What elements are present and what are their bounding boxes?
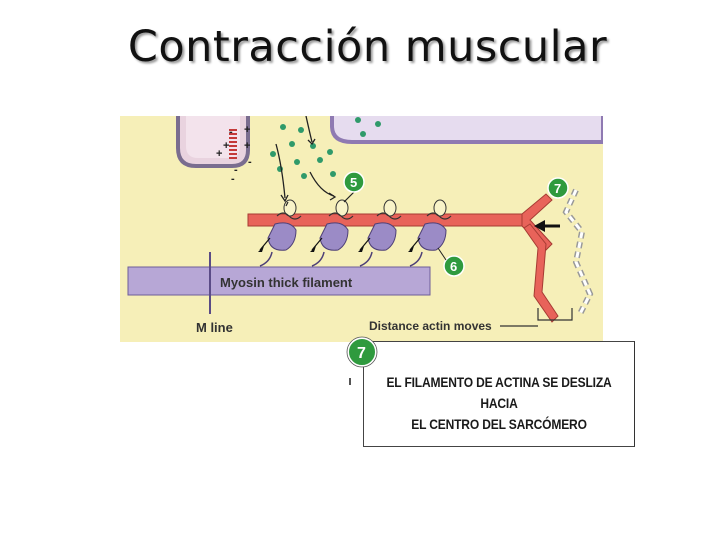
svg-text:6: 6	[450, 259, 457, 274]
slide-title: Contracción muscular	[127, 22, 608, 72]
membrane-right	[330, 116, 603, 144]
callout-line-1: EL FILAMENTO DE ACTINA SE DESLIZA HACIA	[386, 374, 612, 411]
svg-text:+: +	[216, 148, 222, 160]
charge-plus: +	[244, 124, 250, 136]
callout-step-badge: 7	[346, 336, 378, 368]
step-badge-5: 5	[343, 171, 365, 193]
callout-text: EL FILAMENTO DE ACTINA SE DESLIZA HACIA …	[386, 372, 611, 435]
distance-label: Distance actin moves	[369, 319, 492, 333]
callout-marker	[349, 378, 351, 385]
calcium-ions	[270, 117, 381, 179]
svg-text:+: +	[223, 140, 229, 152]
movement-arrow	[534, 220, 560, 232]
svg-text:-: -	[234, 164, 238, 176]
m-line-label: M line	[196, 320, 233, 335]
binding-arrows	[285, 191, 355, 207]
step-badge-6: 6	[437, 247, 465, 277]
step-badge-7: 7	[547, 177, 569, 199]
svg-text:-: -	[229, 126, 233, 138]
myosin-heads	[258, 199, 452, 252]
svg-text:+: +	[244, 140, 250, 152]
calcium-flow-arrows	[275, 116, 337, 203]
myosin-thick-filament	[127, 251, 431, 296]
svg-text:-: -	[231, 173, 235, 185]
red-striations	[229, 129, 237, 159]
muscle-contraction-diagram: + - + - + + - - -	[120, 116, 603, 342]
callout-box: EL FILAMENTO DE ACTINA SE DESLIZA HACIA …	[363, 341, 635, 447]
distance-bracket	[500, 308, 573, 327]
myosin-label: Myosin thick filament	[220, 275, 353, 290]
actin-thin-filament	[247, 193, 559, 323]
svg-text:-: -	[248, 156, 252, 168]
callout-step-number: 7	[357, 345, 366, 362]
svg-text:7: 7	[554, 181, 561, 196]
svg-text:5: 5	[350, 175, 357, 190]
callout-line-2: EL CENTRO DEL SARCÓMERO	[411, 416, 587, 432]
